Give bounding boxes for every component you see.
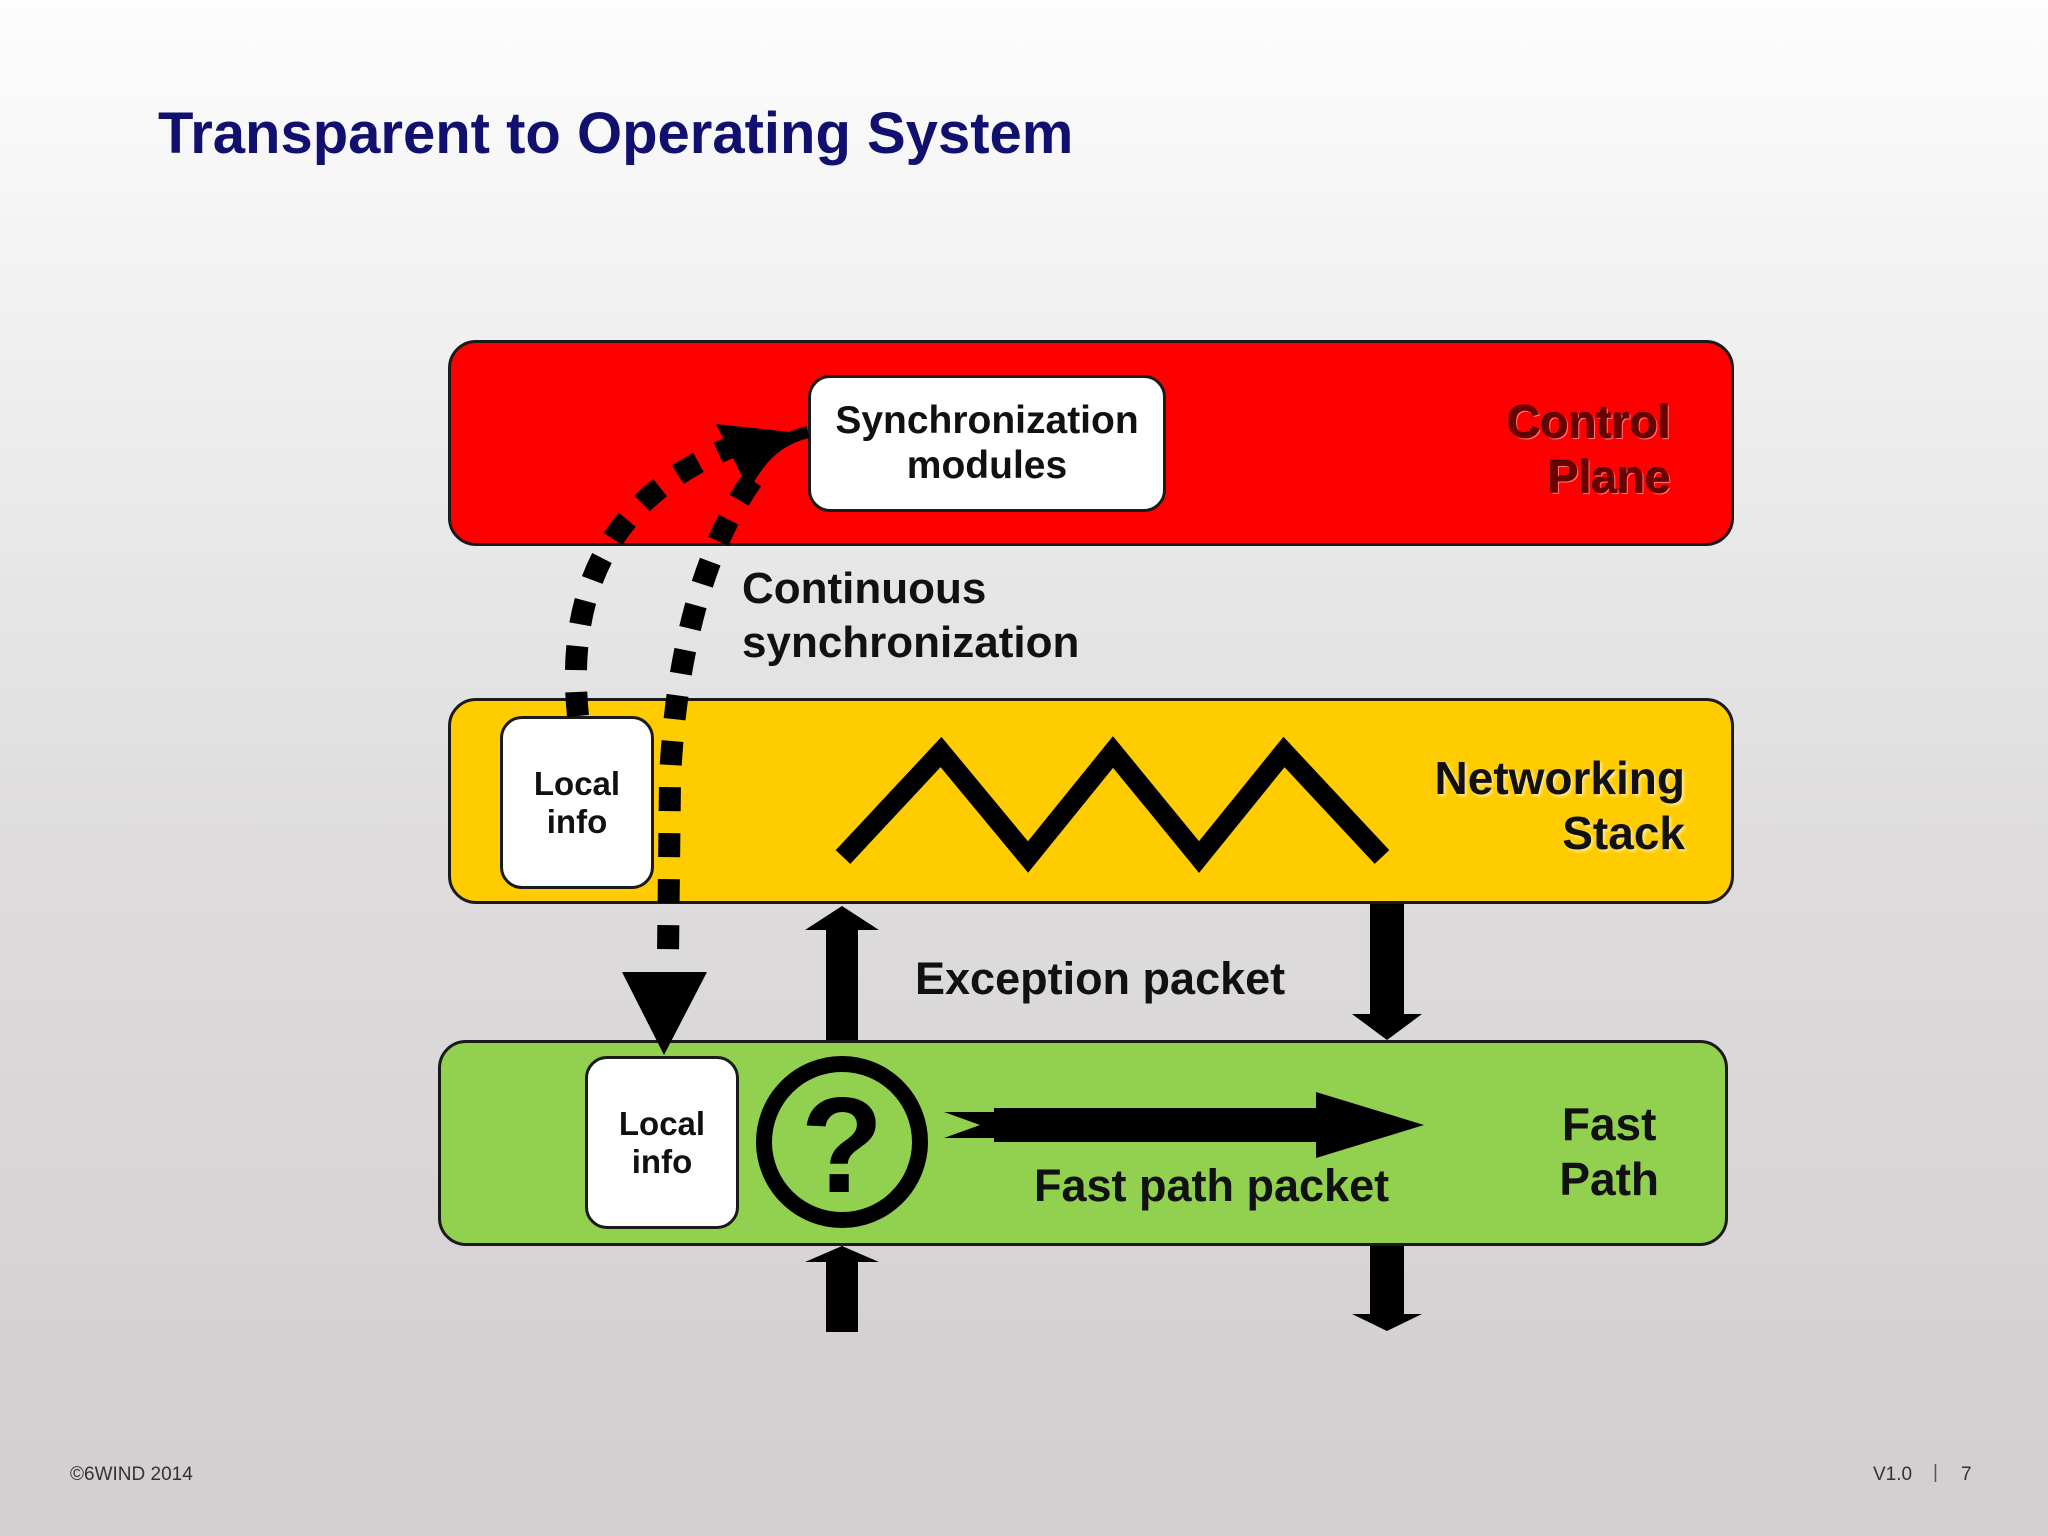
fast-path-label-line2: Path	[1559, 1153, 1659, 1206]
sync-modules-line2: modules	[906, 443, 1068, 487]
down-arrow-shaft	[1370, 904, 1404, 1016]
local-info-networking-line1: Local	[533, 764, 621, 802]
slide-title: Transparent to Operating System	[158, 101, 1074, 166]
footer-version: V1.0	[1873, 1464, 1913, 1485]
footer-copyright: ©6WIND 2014	[70, 1464, 193, 1485]
continuous-sync-line2: synchronization	[742, 618, 1080, 667]
fast-path-packet-label: Fast path packet	[1034, 1160, 1390, 1211]
synchronization-modules-box: Synchronization modules	[808, 375, 1166, 512]
footer-separator: |	[1933, 1462, 1938, 1483]
footer-page-number: 7	[1961, 1464, 1972, 1485]
continuous-sync-line1: Continuous	[742, 564, 987, 613]
local-info-networking-box: Local info	[500, 716, 654, 889]
control-plane-label: Control Plane	[1507, 395, 1671, 505]
sync-modules-line1: Synchronization	[835, 398, 1139, 442]
exception-up-arrow-shaft	[826, 928, 858, 1040]
control-plane-label-line1: Control	[1507, 396, 1671, 448]
fast-path-label-line1: Fast	[1561, 1098, 1657, 1150]
continuous-sync-label: Continuous synchronization	[742, 562, 1079, 670]
networking-stack-label: Networking Stack	[1435, 751, 1685, 861]
exception-packet-label: Exception packet	[915, 953, 1286, 1004]
exception-up-arrow-head	[805, 906, 879, 930]
local-info-networking-line2: info	[546, 802, 608, 840]
input-arrow-shaft	[826, 1262, 858, 1332]
local-info-fast-path-box: Local info	[585, 1056, 739, 1229]
fast-path-label: Fast Path	[1559, 1097, 1659, 1207]
output-arrow-head	[1352, 1314, 1422, 1331]
down-arrow-head	[1352, 1014, 1422, 1040]
networking-stack-label-line1: Networking	[1434, 752, 1685, 804]
networking-stack-label-line2: Stack	[1562, 807, 1685, 860]
control-plane-label-line2: Plane	[1548, 451, 1671, 504]
output-arrow-shaft	[1370, 1246, 1404, 1316]
local-info-fast-line2: info	[631, 1142, 693, 1180]
local-info-fast-line1: Local	[618, 1104, 706, 1142]
input-arrow-head	[805, 1246, 879, 1262]
